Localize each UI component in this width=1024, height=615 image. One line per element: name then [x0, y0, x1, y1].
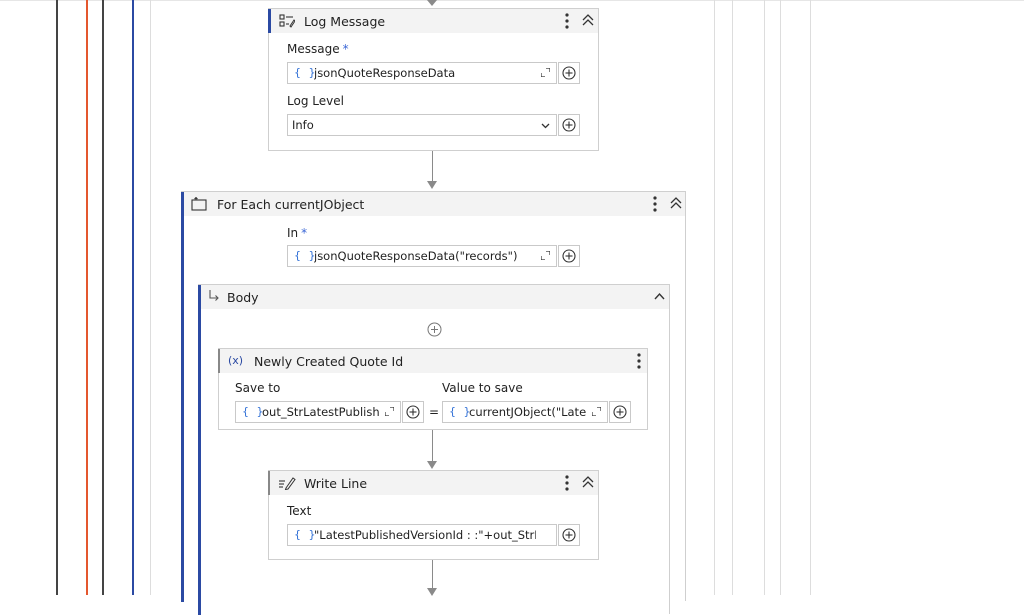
connector-line — [432, 560, 433, 588]
selection-accent — [218, 349, 220, 373]
text-value: "LatestPublishedVersionId : :"+out_StrLa… — [314, 528, 536, 542]
value-to-save-input[interactable]: { } currentJObject("Latest — [442, 401, 608, 423]
expression-prefix: { } — [294, 528, 318, 541]
rail-line — [150, 0, 151, 595]
selection-accent — [181, 192, 184, 602]
add-message-button[interactable] — [558, 62, 580, 84]
log-message-title: Log Message — [304, 14, 386, 29]
write-line-title: Write Line — [304, 476, 368, 491]
required-marker: * — [301, 226, 308, 240]
save-to-value: out_StrLatestPublishec — [262, 405, 379, 419]
connector-arrowhead — [427, 0, 437, 6]
for-each-icon — [191, 197, 207, 211]
more-vertical-icon[interactable] — [565, 13, 569, 29]
log-message-activity[interactable]: Log Message Message* { } jsonQuoteRespon… — [268, 8, 599, 151]
expand-field-icon[interactable] — [592, 407, 601, 416]
in-value: jsonQuoteResponseData("records") — [314, 249, 518, 263]
rail-line-blue — [132, 0, 134, 595]
body-title: Body — [227, 290, 259, 305]
save-to-label: Save to — [235, 381, 281, 395]
message-input[interactable]: { } jsonQuoteResponseData — [287, 62, 557, 84]
collapse-icon[interactable] — [582, 476, 594, 488]
body-container[interactable]: Body — [198, 284, 670, 615]
rail-line — [714, 0, 715, 595]
message-value: jsonQuoteResponseData — [314, 66, 456, 80]
rail-line — [56, 0, 58, 595]
connector-arrowhead — [427, 181, 437, 189]
add-save-to-button[interactable] — [402, 401, 424, 423]
connector-arrowhead — [427, 588, 437, 596]
equals-sign: = — [429, 405, 440, 419]
log-message-header[interactable] — [269, 9, 598, 33]
write-line-activity[interactable]: Write Line Text { } "LatestPublishedVers… — [268, 470, 599, 560]
rail-line — [780, 0, 781, 595]
expand-field-icon[interactable] — [385, 407, 394, 416]
expression-prefix: { } — [449, 405, 473, 418]
add-text-button[interactable] — [558, 524, 580, 546]
text-input[interactable]: { } "LatestPublishedVersionId : :"+out_S… — [287, 524, 557, 546]
body-arrow-icon — [209, 290, 219, 301]
rail-line-orange — [86, 0, 88, 595]
add-circle-icon — [406, 405, 420, 419]
expand-field-icon[interactable] — [541, 251, 550, 260]
add-circle-icon — [613, 405, 627, 419]
connector-line — [432, 151, 433, 181]
log-message-icon — [279, 14, 295, 28]
write-line-header[interactable] — [269, 471, 598, 495]
add-circle-icon — [562, 118, 576, 132]
more-vertical-icon[interactable] — [637, 353, 641, 369]
write-line-icon — [279, 477, 296, 490]
for-each-header[interactable] — [182, 192, 685, 216]
message-label: Message* — [287, 42, 349, 56]
add-value-button[interactable] — [609, 401, 631, 423]
log-level-value: Info — [292, 118, 314, 132]
collapse-icon[interactable] — [582, 14, 594, 26]
rail-line — [764, 0, 765, 595]
expand-field-icon[interactable] — [541, 68, 550, 77]
rail-line — [810, 0, 811, 595]
expression-prefix: { } — [242, 405, 266, 418]
assign-activity[interactable]: (x) Newly Created Quote Id Save to { } o… — [218, 348, 648, 430]
connector-arrowhead — [427, 461, 437, 469]
save-to-input[interactable]: { } out_StrLatestPublishec — [235, 401, 401, 423]
rail-line — [732, 0, 733, 595]
value-to-save-label: Value to save — [442, 381, 523, 395]
variable-assign-icon: (x) — [228, 354, 244, 367]
in-label: In* — [287, 226, 308, 240]
required-marker: * — [342, 42, 349, 56]
collapse-icon[interactable] — [670, 197, 682, 209]
add-circle-icon — [562, 66, 576, 80]
more-vertical-icon[interactable] — [653, 196, 657, 212]
selection-accent — [268, 9, 271, 33]
add-in-button[interactable] — [558, 245, 580, 267]
chevron-down-icon — [541, 123, 550, 129]
in-input[interactable]: { } jsonQuoteResponseData("records") — [287, 245, 557, 267]
expression-prefix: { } — [294, 66, 318, 79]
value-to-save-value: currentJObject("Latest — [469, 405, 586, 419]
text-label: Text — [287, 504, 312, 518]
expression-prefix: { } — [294, 249, 318, 262]
selection-accent — [268, 471, 270, 495]
body-header[interactable] — [199, 285, 669, 309]
add-circle-icon — [562, 249, 576, 263]
assign-title: Newly Created Quote Id — [254, 354, 404, 369]
log-level-label: Log Level — [287, 94, 344, 108]
for-each-title: For Each currentJObject — [217, 197, 365, 212]
rail-line — [102, 0, 104, 595]
log-level-select[interactable]: Info — [287, 114, 557, 136]
add-log-level-button[interactable] — [558, 114, 580, 136]
add-activity-icon[interactable] — [427, 322, 442, 337]
more-vertical-icon[interactable] — [565, 475, 569, 491]
connector-line — [432, 430, 433, 461]
add-circle-icon — [562, 528, 576, 542]
canvas-top-border — [0, 0, 1024, 1]
body-accent — [198, 285, 201, 615]
assign-header[interactable] — [219, 349, 647, 373]
collapse-icon[interactable] — [654, 292, 665, 300]
